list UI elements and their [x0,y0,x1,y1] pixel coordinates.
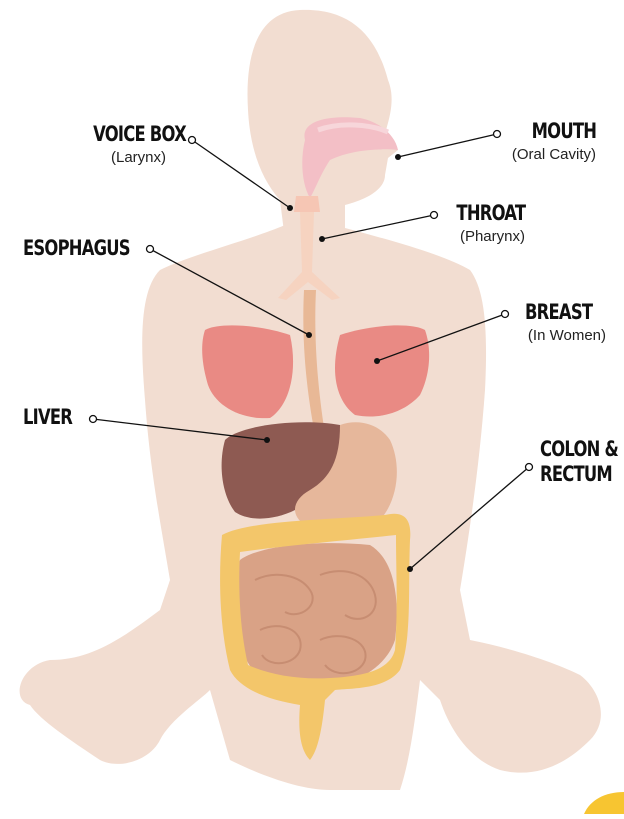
leader-dot-mouth [494,131,501,138]
throat-sub: (Pharynx) [437,229,525,244]
leader-mouth [398,134,497,157]
liver-name: LIVER [23,407,72,428]
leader-dot-voice-box [189,137,196,144]
throat-name: THROAT [456,203,525,224]
label-liver: LIVER [23,407,86,428]
leader-dot-liver [90,416,97,423]
accent-arc-decoration [584,792,624,814]
label-esophagus: ESOPHAGUS [23,238,160,259]
small-intestine [235,543,396,690]
label-breast: BREAST (In Women) [506,302,606,343]
colon-name-line2: RECTUM [540,464,618,485]
mouth-name: MOUTH [530,121,596,142]
label-throat: THROAT (Pharynx) [437,203,525,244]
breast-sub: (In Women) [506,328,606,343]
larynx [294,196,320,212]
mouth-sub: (Oral Cavity) [512,147,596,162]
breast-name: BREAST [525,302,592,323]
voice-box-sub: (Larynx) [67,150,166,165]
colon-name-line1: COLON & [540,439,618,460]
esophagus-name: ESOPHAGUS [23,238,130,259]
leader-dot-colon [526,464,533,471]
voice-box-name: VOICE BOX [93,124,186,145]
label-voice-box: VOICE BOX (Larynx) [67,124,186,165]
label-mouth: MOUTH (Oral Cavity) [512,121,596,162]
label-colon: COLON & RECTUM [540,439,624,485]
